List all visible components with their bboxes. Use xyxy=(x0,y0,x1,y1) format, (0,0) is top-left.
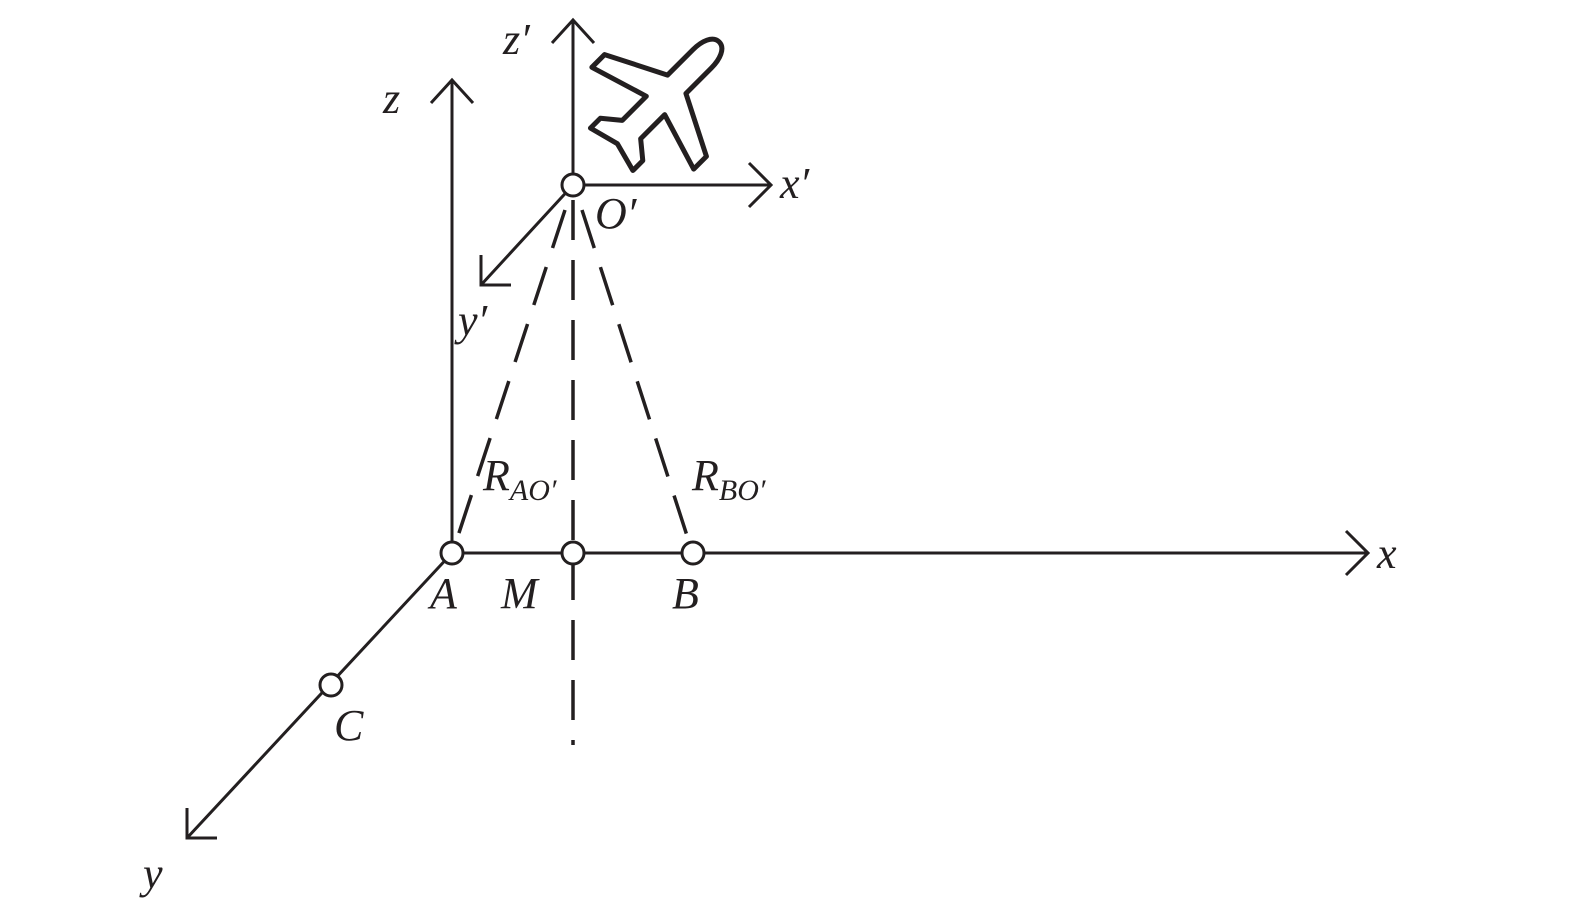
label-b: B xyxy=(672,569,699,618)
airplane-icon xyxy=(587,36,725,174)
label-a: A xyxy=(427,569,458,618)
label-r-ao-sub: AO′ xyxy=(508,474,557,507)
range-lines xyxy=(453,200,692,745)
label-m: M xyxy=(500,569,540,618)
x-prime-axis-arrowhead xyxy=(747,161,774,209)
label-r-ao-main: R xyxy=(482,451,510,500)
point-m xyxy=(560,540,586,566)
label-r-bo-sub: BO′ xyxy=(719,474,766,507)
range-line-bo xyxy=(580,209,692,546)
label-x-prime: x′ xyxy=(779,159,811,208)
x-axis-arrowhead xyxy=(1344,529,1371,577)
y-axis-arrowhead xyxy=(185,808,217,840)
point-o-prime xyxy=(560,172,586,198)
label-o-prime: O′ xyxy=(595,189,638,238)
label-r-bo-main: R xyxy=(691,451,719,500)
z-axis-arrowhead xyxy=(429,77,475,105)
label-r-ao: RAO′ xyxy=(482,451,557,507)
z-prime-axis-arrowhead xyxy=(550,17,596,45)
label-y: y xyxy=(139,849,163,898)
points xyxy=(318,172,706,698)
point-c xyxy=(318,672,344,698)
label-x: x xyxy=(1376,529,1397,578)
label-c: C xyxy=(334,701,364,750)
point-b xyxy=(680,540,706,566)
label-z-prime: z′ xyxy=(502,15,531,64)
y-axis xyxy=(185,551,454,840)
y-prime-axis xyxy=(479,183,575,287)
ground-axes xyxy=(185,77,1371,840)
label-r-bo: RBO′ xyxy=(691,451,766,507)
aircraft-axes xyxy=(479,17,774,287)
labels: z′ x′ O′ y′ z x y A M B C RAO′ RBO′ xyxy=(139,15,1397,898)
label-y-prime: y′ xyxy=(454,296,489,345)
y-prime-axis-arrowhead xyxy=(479,255,511,287)
point-a xyxy=(439,540,465,566)
label-z: z xyxy=(382,74,400,123)
